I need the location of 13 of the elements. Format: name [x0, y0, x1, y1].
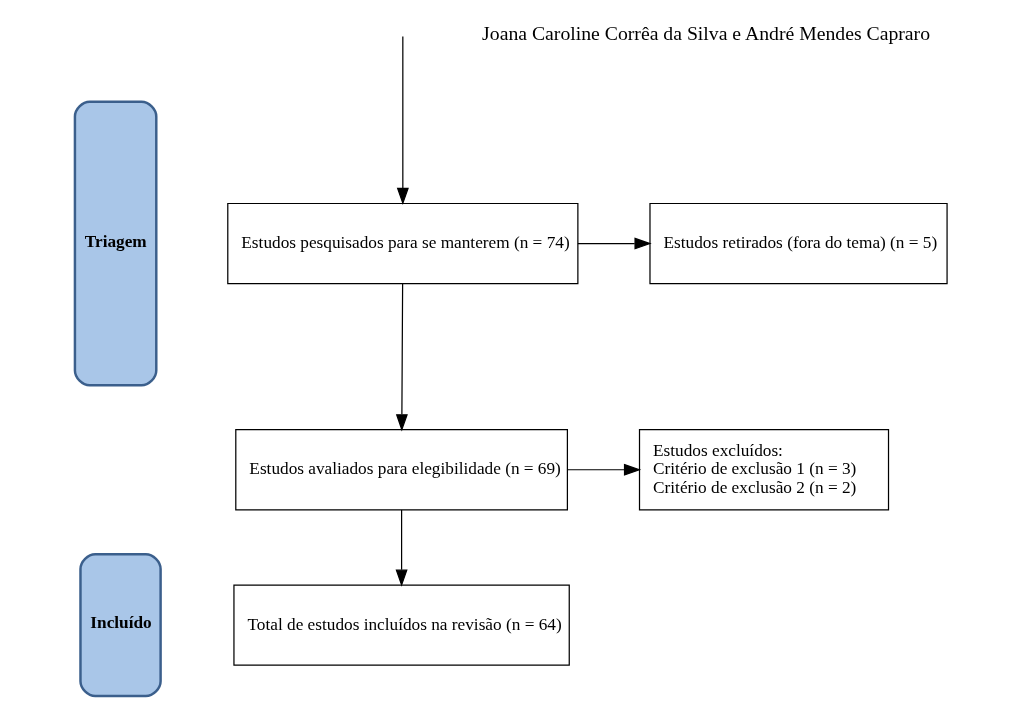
node-box: Estudos avaliados para elegibilidade (n = 69): [235, 429, 568, 511]
arrow: [566, 463, 642, 476]
node-box: Triagem: [73, 100, 158, 387]
node-box: Total de estudos incluídos na revisão (n = 64): [233, 584, 570, 666]
node-box: Incluído: [79, 552, 162, 698]
arrow: [577, 237, 652, 250]
node-box: Estudos pesquisados para se manterem (n = 74): [227, 202, 579, 285]
label: Joana Caroline Corrêa da Silva e André Mendes Capraro: [482, 21, 931, 44]
node-box: Estudos retirados (fora do tema) (n = 5): [649, 202, 948, 285]
arrow: [395, 283, 408, 432]
node-box: Estudos excluídos: Critério de exclusão 1 (n = 3) Critério de exclusão 2 (n = 2): [638, 429, 890, 511]
arrow: [395, 509, 408, 587]
arrow: [396, 36, 409, 206]
